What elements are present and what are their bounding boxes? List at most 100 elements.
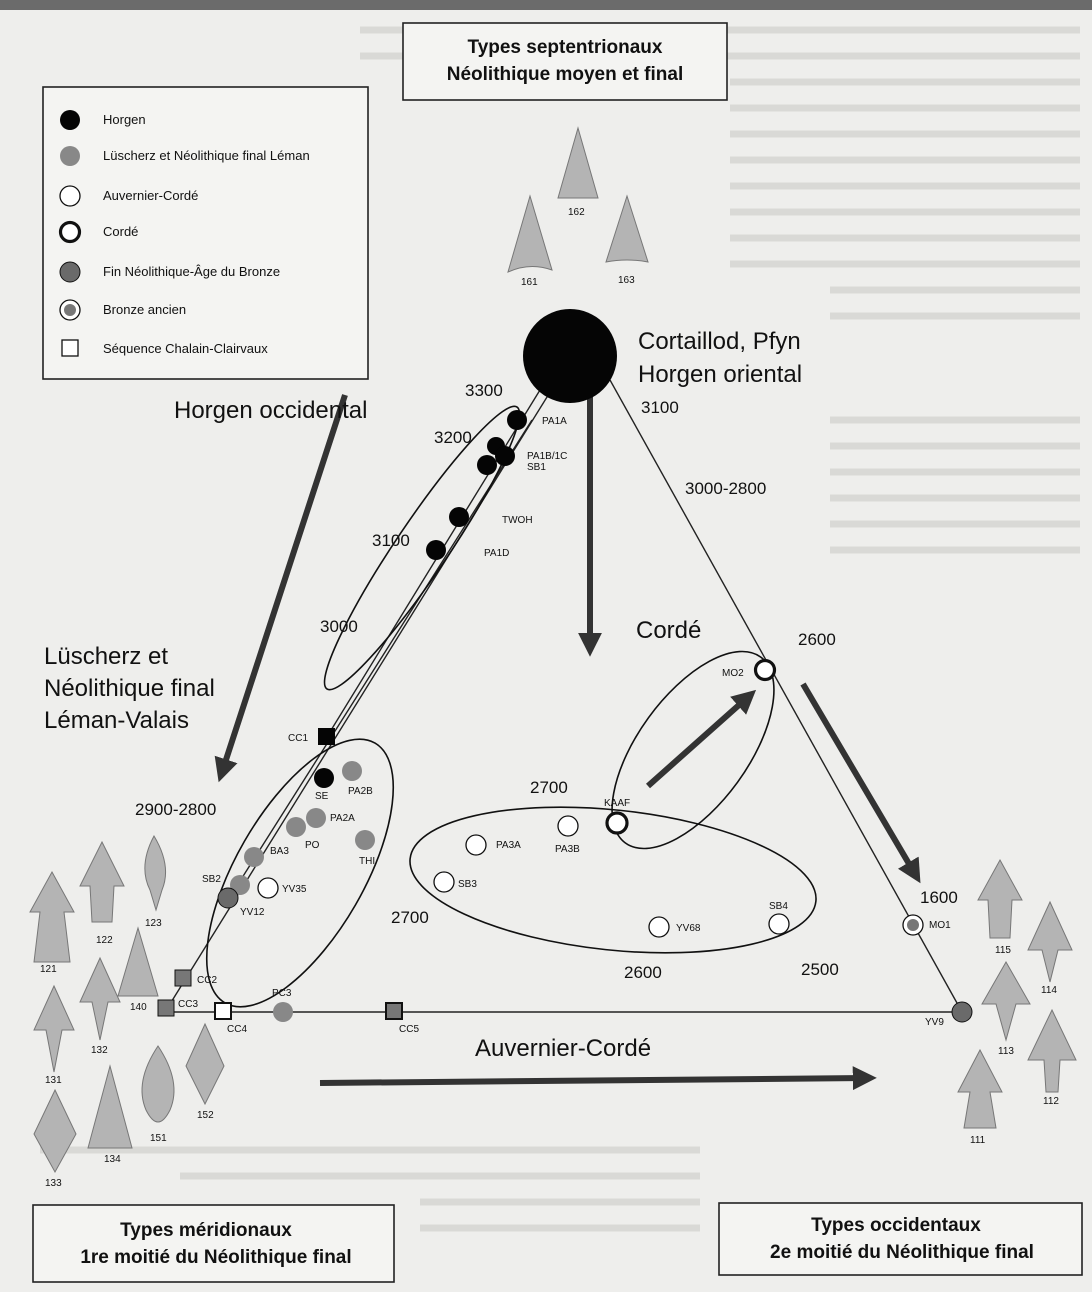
num-152: 152	[197, 1110, 214, 1121]
arrow-mo2-mo1	[800, 682, 921, 884]
top-bar	[0, 0, 1092, 10]
point-cc3	[157, 999, 175, 1017]
point-twoh	[449, 507, 469, 527]
point-pa2a	[306, 808, 326, 828]
date-2600-top: 2600	[798, 630, 836, 649]
point-yv35	[257, 877, 279, 899]
arrowhead-113	[981, 960, 1031, 1042]
arrowhead-140	[117, 926, 159, 997]
legend-symbol-horgen	[60, 110, 80, 130]
date-3000: 3000	[320, 617, 358, 636]
label-sb2: SB2	[202, 874, 221, 885]
label-yv12: YV12	[240, 907, 265, 918]
arrowhead-161	[507, 194, 553, 273]
arrowhead-123	[144, 834, 167, 912]
label-pc3: PC3	[272, 988, 292, 999]
arrowhead-111	[957, 1048, 1003, 1129]
num-112: 112	[1043, 1096, 1059, 1107]
box-north-subtitle: Néolithique moyen et final	[447, 64, 683, 85]
date-2900-2800: 2900-2800	[135, 800, 216, 819]
label-luscherz-3: Léman-Valais	[44, 707, 189, 734]
box-west-title: Types occidentaux	[811, 1215, 981, 1236]
legend-symbol-chalain	[61, 339, 79, 357]
label-corde: Cordé	[636, 617, 701, 644]
legend-symbol-luscherz	[60, 146, 80, 166]
point-mo2	[753, 658, 777, 682]
point-cc4	[214, 1002, 232, 1020]
box-south-title: Types méridionaux	[120, 1220, 292, 1241]
arrow-auvernier	[319, 1066, 877, 1091]
arrowhead-121	[29, 870, 75, 963]
arrowhead-115	[977, 858, 1023, 939]
arrowhead-162	[557, 126, 599, 199]
site-points	[157, 309, 973, 1023]
label-thi: THI	[359, 856, 375, 867]
box-west-subtitle: 2e moitié du Néolithique final	[770, 1242, 1034, 1263]
num-115: 115	[995, 945, 1011, 956]
label-cc4: CC4	[227, 1024, 247, 1035]
date-3100-right: 3100	[641, 398, 679, 417]
legend-label-corde: Cordé	[103, 224, 138, 239]
label-sb3: SB3	[458, 879, 477, 890]
point-cc2	[174, 969, 192, 987]
legend-symbol-corde	[58, 220, 82, 244]
legend-label-horgen: Horgen	[103, 112, 146, 127]
date-3200: 3200	[434, 428, 472, 447]
arrowhead-131	[33, 984, 75, 1073]
trend-arrows	[214, 385, 921, 1091]
legend-label-fin-neolithique: Fin Néolithique-Âge du Bronze	[103, 264, 280, 279]
label-sb4: SB4	[769, 901, 788, 912]
arrowhead-112	[1027, 1008, 1077, 1093]
num-133: 133	[45, 1178, 62, 1189]
arrow-horgen-occidental	[214, 394, 348, 783]
point-pa2b	[342, 761, 362, 781]
date-2700-mid: 2700	[530, 778, 568, 797]
point-pa3a	[465, 834, 487, 856]
point-pa1b	[495, 446, 515, 466]
arrowhead-labels: 162 161 163 121 122 123 140 132 131 133 …	[40, 207, 1059, 1189]
num-162: 162	[568, 207, 585, 218]
box-south-subtitle: 1re moitié du Néolithique final	[80, 1247, 351, 1268]
label-pa1b: PA1B/1C	[527, 451, 567, 462]
point-pa1d	[426, 540, 446, 560]
label-se: SE	[315, 791, 329, 802]
box-north-title: Types septentrionaux	[468, 37, 663, 58]
background-text-texture	[40, 26, 1080, 1232]
point-pa1a	[507, 410, 527, 430]
date-labels: 3300 3200 3100 3000 2900-2800 2700 3100 …	[135, 381, 958, 982]
point-se	[314, 768, 334, 788]
arrowhead-133	[33, 1088, 77, 1174]
num-113: 113	[998, 1046, 1014, 1057]
point-pc3	[273, 1002, 293, 1022]
point-ba3	[244, 847, 264, 867]
arrow-kaaf-mo2	[646, 689, 757, 789]
box-types-occidentaux: Types occidentaux 2e moitié du Néolithiq…	[718, 1202, 1083, 1276]
label-yv9: YV9	[925, 1017, 944, 1028]
legend-symbol-auvernier	[59, 185, 81, 207]
legend-label-bronze-ancien: Bronze ancien	[103, 302, 186, 317]
label-luscherz-2: Néolithique final	[44, 675, 215, 702]
num-163: 163	[618, 275, 635, 286]
label-twoh: TWOH	[502, 515, 533, 526]
num-140: 140	[130, 1002, 147, 1013]
point-sb3	[433, 871, 455, 893]
legend-label-chalain: Séquence Chalain-Clairvaux	[103, 341, 268, 356]
label-yv68: YV68	[676, 923, 701, 934]
group-ellipses	[205, 405, 817, 1008]
arrowhead-114	[1027, 900, 1073, 983]
arrowhead-134	[87, 1064, 133, 1149]
label-pa3b: PA3B	[555, 844, 580, 855]
label-pa3a: PA3A	[496, 840, 521, 851]
label-yv35: YV35	[282, 884, 307, 895]
label-luscherz-1: Lüscherz et	[44, 643, 168, 670]
arrowhead-152	[185, 1022, 225, 1106]
point-sb2	[230, 875, 250, 895]
num-131: 131	[45, 1075, 62, 1086]
group-labels: Cortaillod, Pfyn Horgen oriental Horgen …	[44, 328, 802, 1062]
legend-label-auvernier: Auvernier-Cordé	[103, 188, 198, 203]
date-2500: 2500	[801, 960, 839, 979]
label-sb1: SB1	[527, 462, 546, 473]
box-types-septentrionaux: Types septentrionaux Néolithique moyen e…	[402, 22, 728, 101]
label-pa2b: PA2B	[348, 786, 373, 797]
box-types-meridionaux: Types méridionaux 1re moitié du Néolithi…	[32, 1204, 395, 1283]
